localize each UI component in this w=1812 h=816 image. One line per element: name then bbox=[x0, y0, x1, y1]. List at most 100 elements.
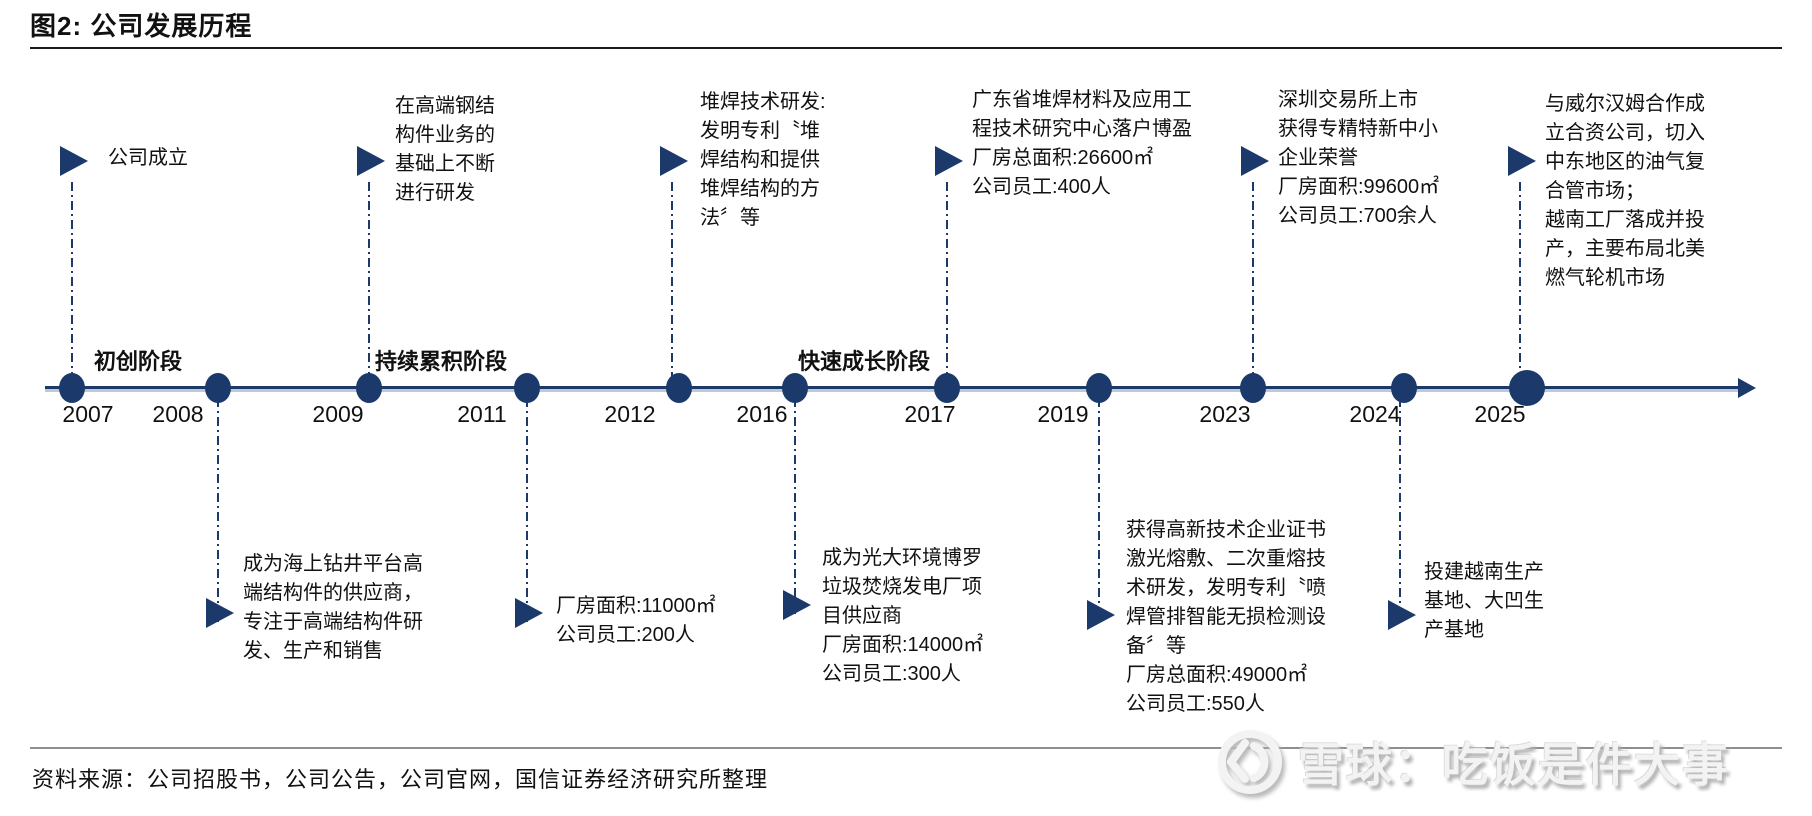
event-line: 程技术研究中心落户博盈 bbox=[972, 118, 1192, 140]
dashed-connector-2012 bbox=[671, 182, 673, 380]
event-line: 公司员工:200人 bbox=[556, 624, 695, 646]
year-label-2023: 2023 bbox=[1199, 401, 1251, 427]
event-line: 垃圾焚烧发电厂项 bbox=[822, 576, 982, 598]
year-label-2016: 2016 bbox=[736, 401, 788, 427]
event-arrow-icon-2011 bbox=[515, 598, 543, 628]
axis-arrowhead-icon bbox=[1738, 378, 1756, 398]
event-line: 获得专精特新中小 bbox=[1278, 118, 1438, 140]
dashed-connector-2024 bbox=[1399, 398, 1401, 624]
year-label-2017: 2017 bbox=[904, 401, 956, 427]
dashed-connector-2008 bbox=[217, 398, 219, 622]
dashed-connector-2019 bbox=[1098, 398, 1100, 624]
event-line: 构件业务的 bbox=[395, 124, 495, 146]
timeline-dot-2025 bbox=[1509, 370, 1545, 406]
event-top-2012: 堆焊技术研发: 发明专利〝堆焊结构和提供堆焊结构的方法〞等 bbox=[700, 88, 826, 233]
watermark-text: 雪球：吃饭是件大事 bbox=[1298, 739, 1730, 791]
event-arrow-icon-2008 bbox=[206, 598, 234, 628]
event-line: 广东省堆焊材料及应用工 bbox=[972, 89, 1192, 111]
event-arrow-icon-2017 bbox=[935, 146, 963, 176]
event-line: 发、生产和销售 bbox=[243, 640, 383, 662]
event-line: 堆焊技术研发: bbox=[700, 91, 826, 113]
event-line: 合管市场； bbox=[1545, 180, 1645, 202]
event-top-2025: 与威尔汉姆合作成立合资公司，切入中东地区的油气复合管市场； 越南工厂落成并投产，主… bbox=[1545, 90, 1705, 293]
year-label-2019: 2019 bbox=[1037, 401, 1089, 427]
event-line: 厂房面积:14000㎡ bbox=[822, 634, 984, 656]
event-arrow-icon-2016 bbox=[783, 590, 811, 620]
event-line: 成为光大环境博罗 bbox=[822, 547, 982, 569]
event-line: 发明专利〝堆 bbox=[700, 120, 820, 142]
event-line: 立合资公司，切入 bbox=[1545, 122, 1705, 144]
event-arrow-icon-2009 bbox=[357, 146, 385, 176]
event-line: 堆焊结构的方 bbox=[700, 178, 820, 200]
dashed-connector-2007 bbox=[71, 182, 73, 380]
event-line: 焊结构和提供 bbox=[700, 149, 820, 171]
event-line: 公司员工:300人 bbox=[822, 663, 961, 685]
year-label-2009: 2009 bbox=[312, 401, 364, 427]
figure-title: 图2: 公司发展历程 bbox=[30, 11, 253, 41]
dashed-connector-2016 bbox=[794, 398, 796, 614]
watermark: 雪球：吃饭是件大事 bbox=[1214, 726, 1730, 798]
dashed-connector-2011 bbox=[526, 398, 528, 622]
event-line: 中东地区的油气复 bbox=[1545, 151, 1705, 173]
dashed-connector-2009 bbox=[368, 182, 370, 380]
event-line: 端结构件的供应商， bbox=[243, 582, 423, 604]
event-line: 企业荣誉 bbox=[1278, 147, 1358, 169]
phase-label-1: 初创阶段 bbox=[94, 349, 183, 374]
timeline-axis bbox=[45, 386, 1745, 389]
phase-label-3: 快速成长阶段 bbox=[798, 349, 931, 374]
event-line: 厂房总面积:49000㎡ bbox=[1126, 664, 1308, 686]
event-line: 厂房总面积:26600㎡ bbox=[972, 147, 1154, 169]
event-line: 法〞等 bbox=[700, 207, 760, 229]
event-arrow-icon-2012 bbox=[660, 146, 688, 176]
dashed-connector-2017 bbox=[946, 182, 948, 380]
timeline-dot-2012 bbox=[666, 373, 692, 403]
event-line: 成为海上钻井平台高 bbox=[243, 553, 423, 575]
event-line: 专注于高端结构件研 bbox=[243, 611, 423, 633]
dashed-connector-2025 bbox=[1519, 182, 1521, 380]
event-line: 激光熔敷、二次重熔技 bbox=[1126, 548, 1326, 570]
event-arrow-icon-2025 bbox=[1508, 146, 1536, 176]
event-line: 深圳交易所上市 bbox=[1278, 89, 1418, 111]
event-line: 厂房面积:11000㎡ bbox=[556, 595, 716, 617]
event-line: 基地、大凹生 bbox=[1424, 590, 1544, 612]
year-label-2024: 2024 bbox=[1349, 401, 1401, 427]
title-divider bbox=[30, 47, 1782, 49]
event-arrow-icon-2007 bbox=[60, 146, 88, 176]
event-arrow-icon-2019 bbox=[1087, 600, 1115, 630]
event-line: 获得高新技术企业证书 bbox=[1126, 519, 1326, 541]
event-line: 厂房面积:99600㎡ bbox=[1278, 176, 1440, 198]
year-label-2012: 2012 bbox=[604, 401, 656, 427]
year-label-2007: 2007 bbox=[62, 401, 114, 427]
event-line: 在高端钢结 bbox=[395, 95, 495, 117]
event-line: 公司员工:550人 bbox=[1126, 693, 1265, 715]
event-line: 公司员工:400人 bbox=[972, 176, 1111, 198]
event-line: 公司员工:700余人 bbox=[1278, 205, 1437, 227]
xueqiu-logo-icon bbox=[1218, 730, 1282, 794]
event-line: 基础上不断 bbox=[395, 153, 495, 175]
event-line: 与威尔汉姆合作成 bbox=[1545, 93, 1705, 115]
event-bottom-2019: 获得高新技术企业证书激光熔敷、二次重熔技术研发，发明专利〝喷焊管排智能无损检测设… bbox=[1126, 516, 1326, 719]
year-label-2008: 2008 bbox=[152, 401, 204, 427]
event-top-2007: 公司成立 bbox=[108, 144, 188, 173]
event-line: 目供应商 bbox=[822, 605, 902, 627]
event-bottom-2024: 投建越南生产基地、大凹生产基地 bbox=[1424, 558, 1544, 645]
event-line: 进行研发 bbox=[395, 182, 475, 204]
year-label-2025: 2025 bbox=[1474, 401, 1526, 427]
event-line: 产基地 bbox=[1424, 619, 1484, 641]
year-label-2011: 2011 bbox=[457, 401, 507, 427]
event-line: 产，主要布局北美 bbox=[1545, 238, 1705, 260]
event-line: 越南工厂落成并投 bbox=[1545, 209, 1705, 231]
phase-label-2: 持续累积阶段 bbox=[375, 349, 508, 374]
event-line: 焊管排智能无损检测设 bbox=[1126, 606, 1326, 628]
dashed-connector-2023 bbox=[1252, 182, 1254, 380]
event-arrow-icon-2023 bbox=[1241, 146, 1269, 176]
event-line: 投建越南生产 bbox=[1424, 561, 1544, 583]
event-line: 公司成立 bbox=[108, 147, 188, 169]
event-line: 燃气轮机市场 bbox=[1545, 267, 1665, 289]
timeline-dot-2024 bbox=[1391, 373, 1417, 403]
event-arrow-icon-2024 bbox=[1388, 600, 1416, 630]
